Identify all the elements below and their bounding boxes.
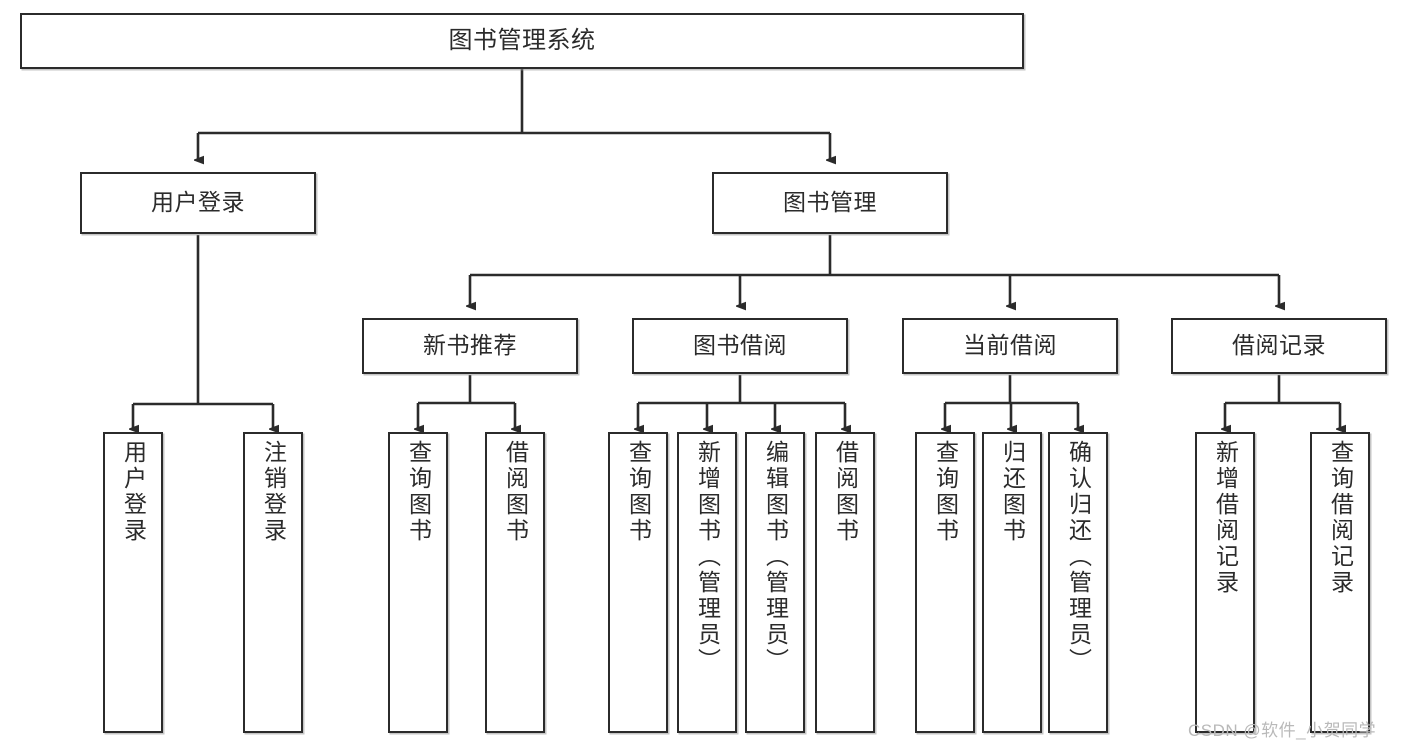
leaf-book-borrow-edit-book-admin[interactable]: 编辑图书（管理员） — [745, 432, 805, 733]
node-label: 当前借阅 — [963, 332, 1057, 359]
node-label: 编辑图书（管理员） — [762, 440, 789, 674]
node-label: 用户登录 — [151, 189, 245, 216]
leaf-user-login-login[interactable]: 用户登录 — [103, 432, 163, 733]
node-label: 借阅图书 — [832, 440, 859, 544]
leaf-book-borrow-query-book[interactable]: 查询图书 — [608, 432, 668, 733]
node-label: 新书推荐 — [423, 332, 517, 359]
node-label: 查询借阅记录 — [1327, 440, 1354, 596]
leaf-book-borrow-add-book-admin[interactable]: 新增图书（管理员） — [677, 432, 737, 733]
node-label: 图书管理 — [783, 189, 877, 216]
leaf-new-book-query-book[interactable]: 查询图书 — [388, 432, 448, 733]
node-label: 确认归还（管理员） — [1065, 440, 1092, 674]
node-label: 归还图书 — [999, 440, 1026, 544]
node-label: 用户登录 — [120, 440, 147, 544]
node-label: 查询图书 — [405, 440, 432, 544]
node-label: 借阅图书 — [502, 440, 529, 544]
node-book-borrow[interactable]: 图书借阅 — [632, 318, 848, 374]
node-label: 新增借阅记录 — [1212, 440, 1239, 596]
leaf-user-login-logout[interactable]: 注销登录 — [243, 432, 303, 733]
leaf-borrow-record-add-record[interactable]: 新增借阅记录 — [1195, 432, 1255, 733]
node-label: 注销登录 — [260, 440, 287, 544]
node-label: 图书管理系统 — [448, 26, 596, 54]
leaf-current-borrow-return-book[interactable]: 归还图书 — [982, 432, 1042, 733]
node-label: 图书借阅 — [693, 332, 787, 359]
node-user-login[interactable]: 用户登录 — [80, 172, 316, 234]
node-label: 借阅记录 — [1232, 332, 1326, 359]
node-label: 查询图书 — [932, 440, 959, 544]
leaf-borrow-record-query-record[interactable]: 查询借阅记录 — [1310, 432, 1370, 733]
leaf-book-borrow-borrow-book[interactable]: 借阅图书 — [815, 432, 875, 733]
node-current-borrow[interactable]: 当前借阅 — [902, 318, 1118, 374]
watermark-text: CSDN @软件_小贺同学 — [1188, 721, 1377, 740]
node-label: 新增图书（管理员） — [694, 440, 721, 674]
leaf-current-borrow-query-book[interactable]: 查询图书 — [915, 432, 975, 733]
node-borrow-record[interactable]: 借阅记录 — [1171, 318, 1387, 374]
leaf-current-borrow-confirm-return-admin[interactable]: 确认归还（管理员） — [1048, 432, 1108, 733]
node-book-management[interactable]: 图书管理 — [712, 172, 948, 234]
node-label: 查询图书 — [625, 440, 652, 544]
node-new-book-recommend[interactable]: 新书推荐 — [362, 318, 578, 374]
node-root-book-management-system[interactable]: 图书管理系统 — [20, 13, 1024, 69]
leaf-new-book-borrow-book[interactable]: 借阅图书 — [485, 432, 545, 733]
